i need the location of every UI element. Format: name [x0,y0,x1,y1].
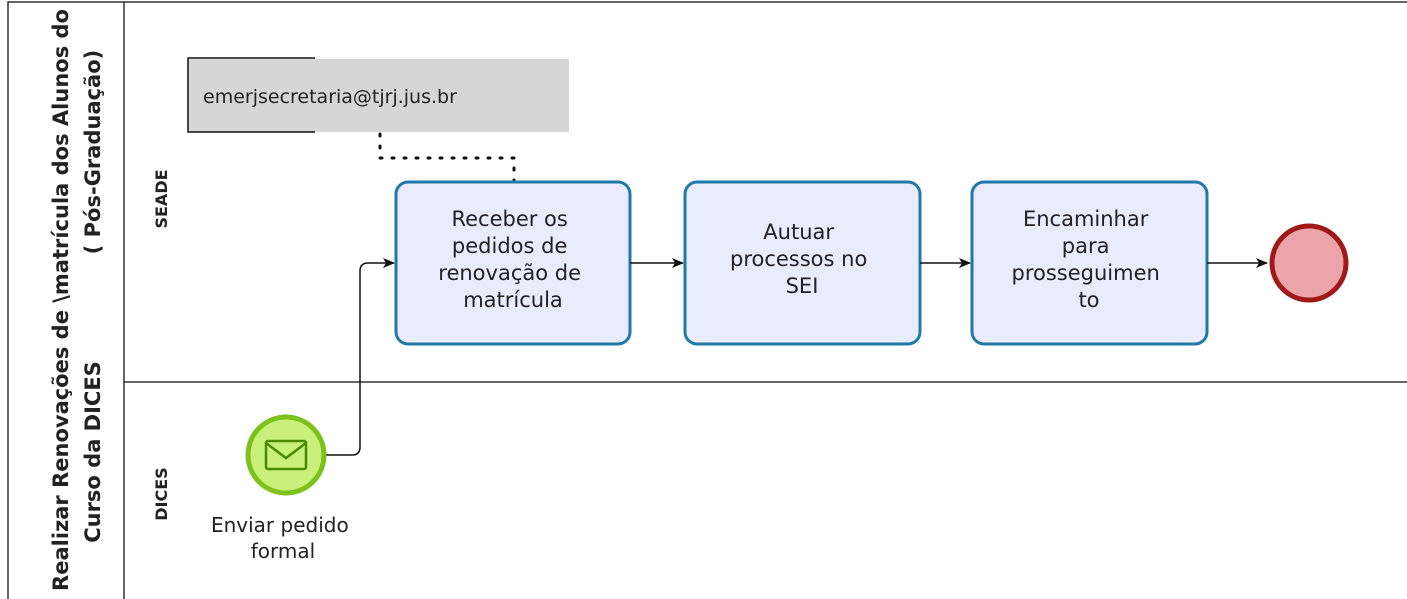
annotation-bracket [187,57,315,133]
annotation-text: emerjsecretaria@tjrj.jus.br [203,86,457,108]
task-line: Autuar [763,220,834,244]
task-autuar-processos[interactable]: Autuar processos no SEI [683,180,922,346]
pool-title-line1: Realizar Renovações de \matrícula dos Al… [49,9,73,591]
start-event-label-line: formal [251,539,315,563]
sequence-flow-start-to-receber[interactable] [326,258,395,456]
task-line: renovação de [438,261,581,285]
start-event-label: Enviar pedido formal [211,513,355,563]
association-line [378,132,516,184]
task-line: SEI [786,274,819,298]
task-line: Receber os [451,207,567,231]
task-text: Encaminhar para prosseguimen to [1012,207,1167,312]
task-line: Encaminhar [1023,207,1149,231]
task-receber-pedidos[interactable]: Receber os pedidos de renovação de matrí… [394,180,632,346]
start-message-event[interactable] [245,414,327,496]
task-line: matrícula [463,288,563,312]
pool-title-line2b: ( Pós-Graduação) [81,50,105,255]
task-text: Receber os pedidos de renovação de matrí… [438,207,587,312]
task-line: para [1062,234,1110,258]
start-event-label-line: Enviar pedido [211,513,349,537]
start-event-circle[interactable] [245,414,327,496]
task-line: prosseguimen [1012,261,1160,285]
task-line: to [1078,288,1099,312]
lane-label-seade: SEADE [152,169,171,228]
task-line: processos no [730,247,867,271]
task-text: Autuar processos no SEI [730,220,874,298]
envelope-icon [264,439,308,471]
task-line: pedidos de [452,234,567,258]
annotation-box[interactable] [188,59,569,132]
end-event[interactable] [1269,223,1349,303]
task-encaminhar[interactable]: Encaminhar para prosseguimen to [970,180,1209,346]
pool-title-line2: Curso da DICES [81,361,105,543]
lane-label-dices: DICES [152,467,171,520]
